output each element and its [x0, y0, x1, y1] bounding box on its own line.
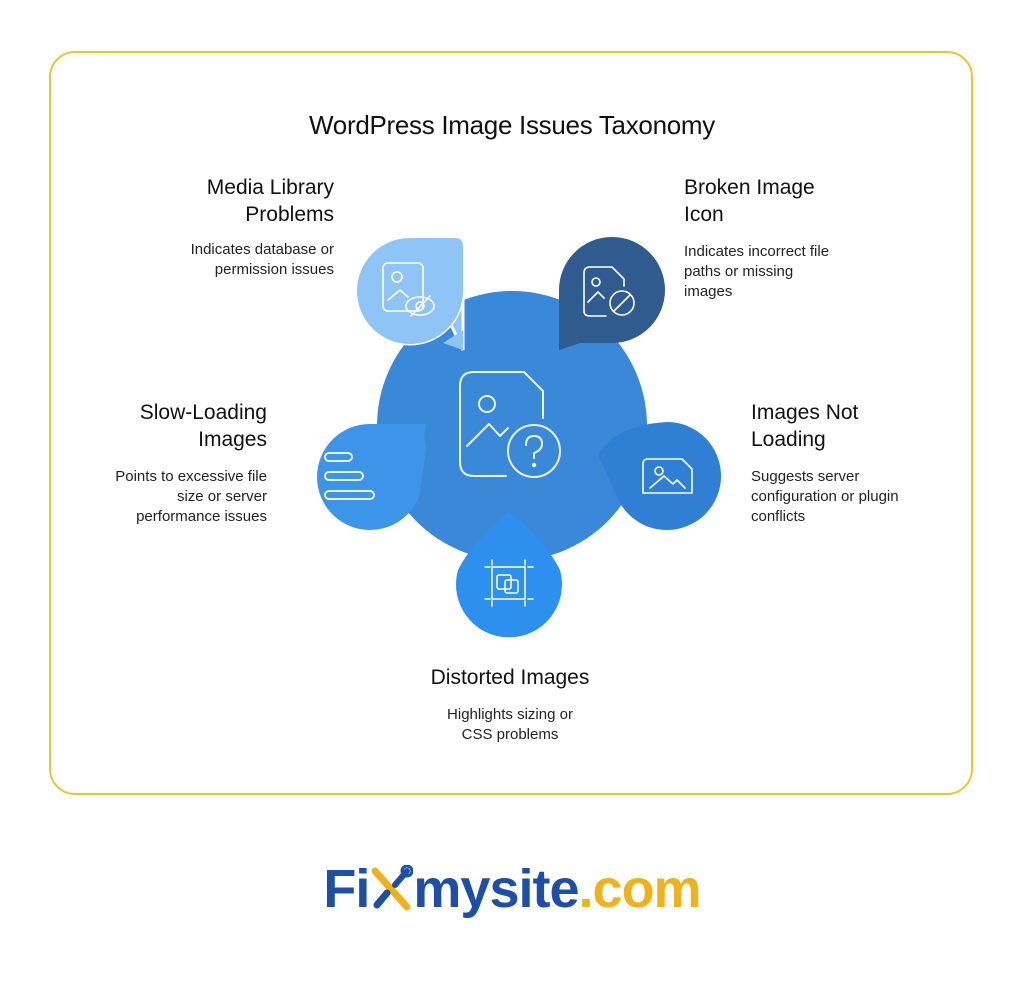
- slow-loading-node: [317, 424, 426, 530]
- diagram-title: WordPress Image Issues Taxonomy: [309, 110, 715, 140]
- logo-text-fi: Fi: [323, 859, 370, 919]
- logo-text-com: .com: [578, 859, 702, 919]
- broken-image-node: [559, 237, 665, 350]
- crop-resize-icon: [484, 559, 534, 607]
- loading-bars-icon: [324, 452, 375, 500]
- distorted-node: [456, 511, 562, 638]
- wrench-screwdriver-icon: [371, 865, 414, 911]
- images-not-loading-node: [598, 421, 722, 531]
- fixmysite-logo: Fi mysite.com: [0, 858, 1024, 920]
- distorted-heading: Distorted Images: [430, 666, 590, 689]
- image-file-blocked-icon: [583, 266, 635, 317]
- image-eye-off-icon: [382, 262, 435, 317]
- image-placeholder-icon: [642, 458, 693, 494]
- diagram-frame: [49, 51, 973, 795]
- center-node: [377, 291, 647, 561]
- logo-text-mysite: mysite: [413, 859, 579, 919]
- image-question-icon: [459, 371, 561, 478]
